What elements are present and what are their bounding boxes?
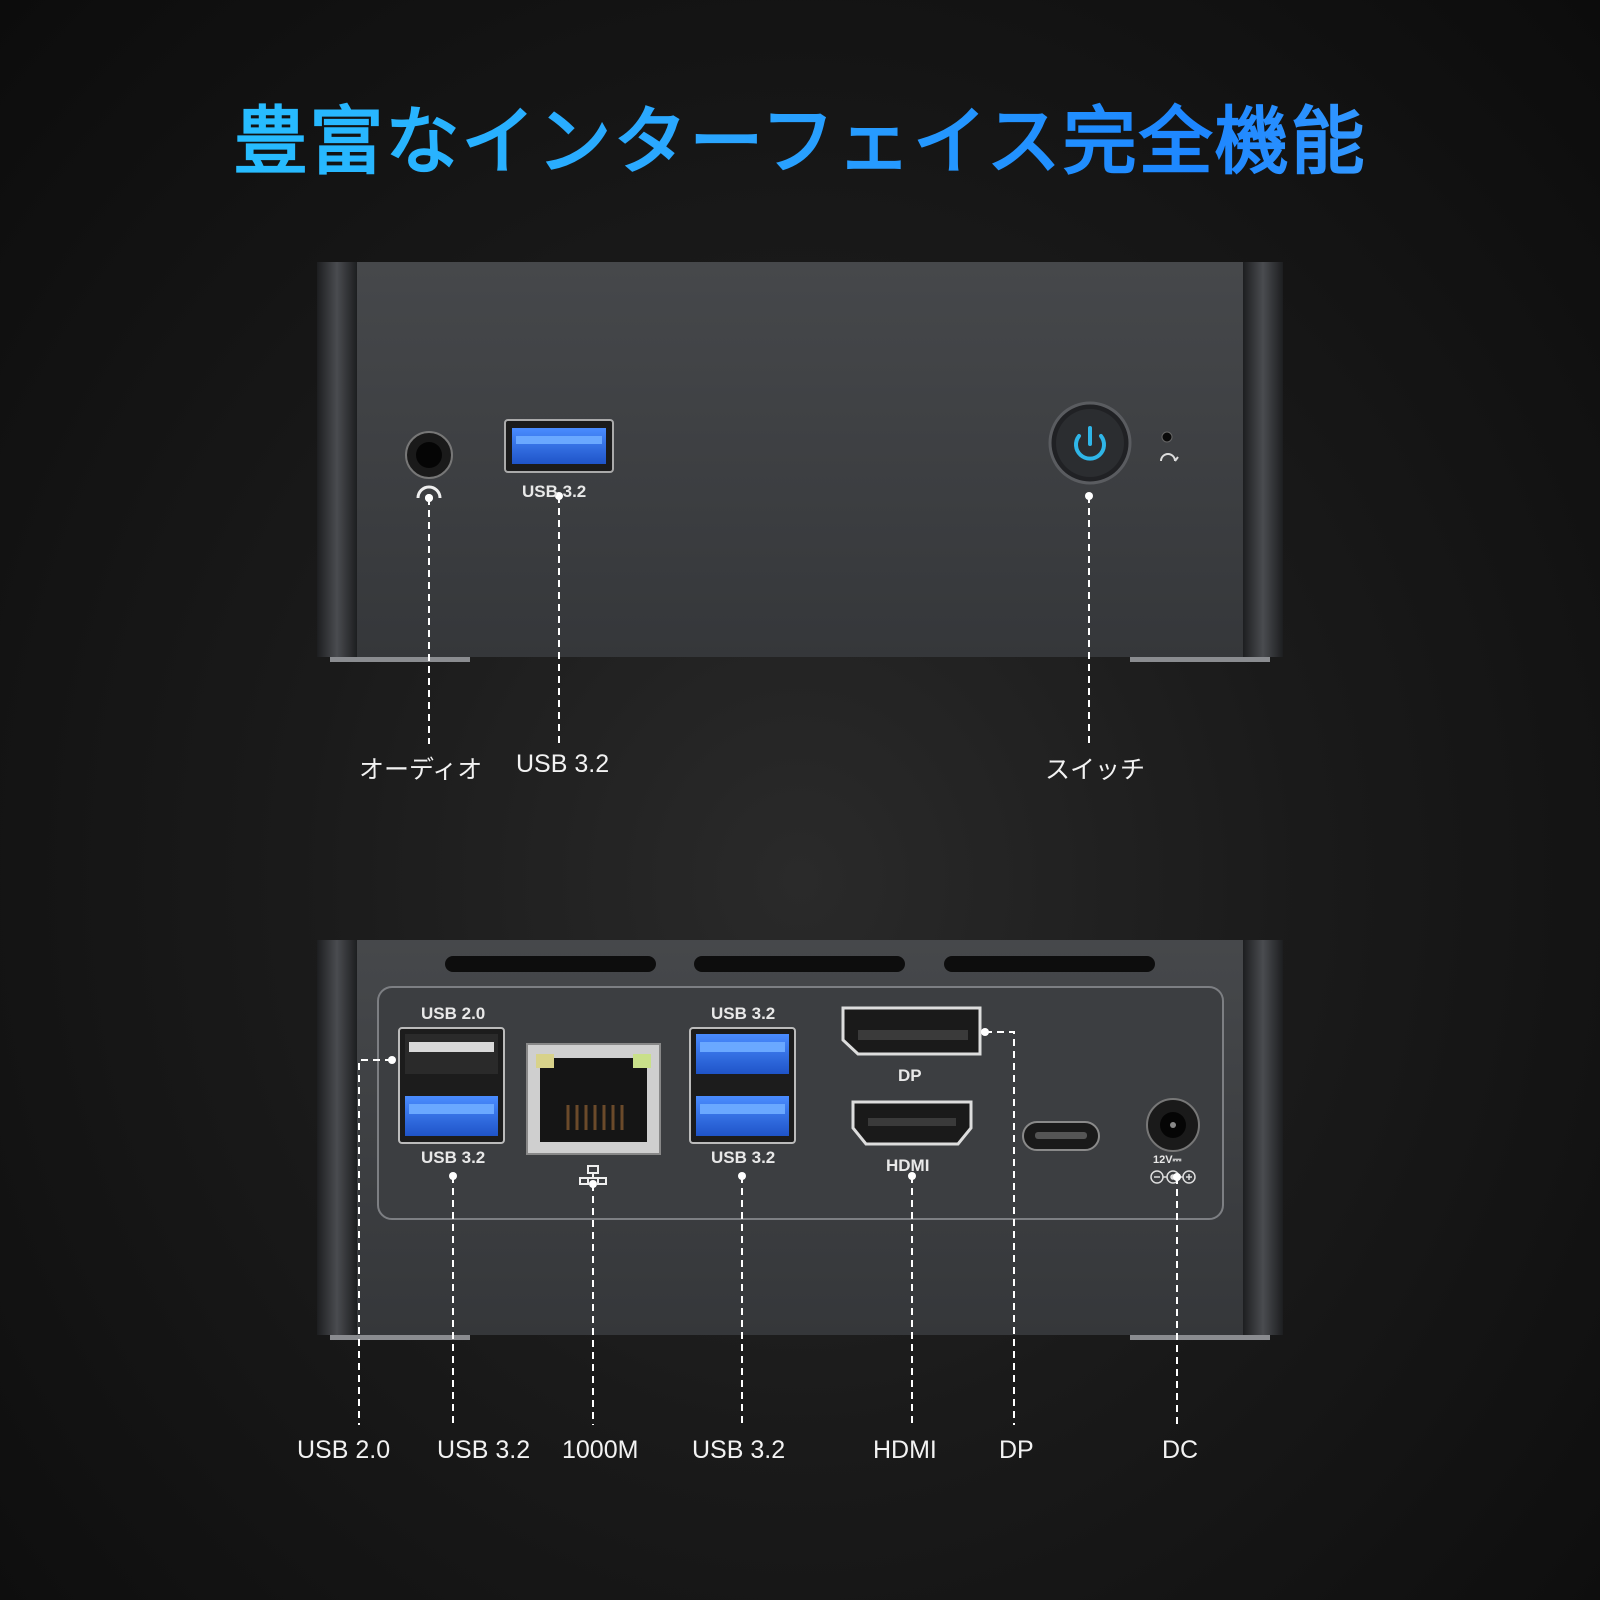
usb32-right-top-port-text: USB 3.2 (711, 1004, 776, 1023)
dp-port-text: DP (898, 1066, 922, 1085)
front-panel (317, 262, 1283, 662)
usb32-port-left[interactable] (405, 1096, 498, 1136)
displayport-port[interactable] (841, 1006, 982, 1056)
usb20-port-text: USB 2.0 (421, 1004, 486, 1023)
usb32-port-right-bottom[interactable] (696, 1096, 789, 1136)
dc-rating-text: 12V⎓ (1153, 1154, 1182, 1166)
power-icon (1074, 426, 1106, 461)
back-panel (317, 940, 1283, 1340)
usb-stack-right (689, 1027, 796, 1144)
back-callout-dots (388, 1028, 1181, 1188)
front-callout-lines (428, 496, 1090, 744)
back-callout-lines (358, 1031, 1178, 1425)
callout-hdmi: HDMI (873, 1436, 937, 1464)
dc-jack[interactable] (1146, 1098, 1200, 1152)
front-callout-dots (425, 492, 1093, 502)
usb32-left-port-text: USB 3.2 (421, 1148, 486, 1167)
usb32-right-bottom-port-text: USB 3.2 (711, 1148, 776, 1167)
vent-slots (445, 956, 1155, 972)
hdmi-port[interactable] (851, 1100, 973, 1146)
callout-usb32-b: USB 3.2 (692, 1436, 786, 1464)
callout-dc: DC (1162, 1436, 1199, 1464)
page-title: 豊富なインターフェイス完全機能 (0, 82, 1600, 189)
callout-audio: オーディオ (359, 756, 483, 784)
callout-dp: DP (999, 1436, 1034, 1464)
usb-stack-left (398, 1027, 505, 1144)
network-icon (579, 1165, 607, 1185)
callout-usb32-a: USB 3.2 (437, 1436, 531, 1464)
front-usb-port-text: USB 3.2 (522, 482, 587, 501)
front-usb32-port[interactable] (504, 419, 614, 473)
reset-hole[interactable] (1161, 431, 1173, 443)
usb-c-port[interactable] (1022, 1121, 1100, 1151)
callout-lan: 1000M (562, 1436, 639, 1464)
audio-jack[interactable] (405, 431, 453, 479)
lan-port[interactable] (526, 1043, 661, 1155)
usb32-port-right-top[interactable] (696, 1034, 789, 1074)
callout-front-usb32: USB 3.2 (516, 750, 610, 778)
reset-icon (1160, 453, 1179, 462)
hdmi-port-text: HDMI (886, 1156, 930, 1175)
usb20-port[interactable] (405, 1034, 498, 1074)
callout-switch: スイッチ (1045, 756, 1146, 784)
callout-usb20: USB 2.0 (297, 1436, 391, 1464)
